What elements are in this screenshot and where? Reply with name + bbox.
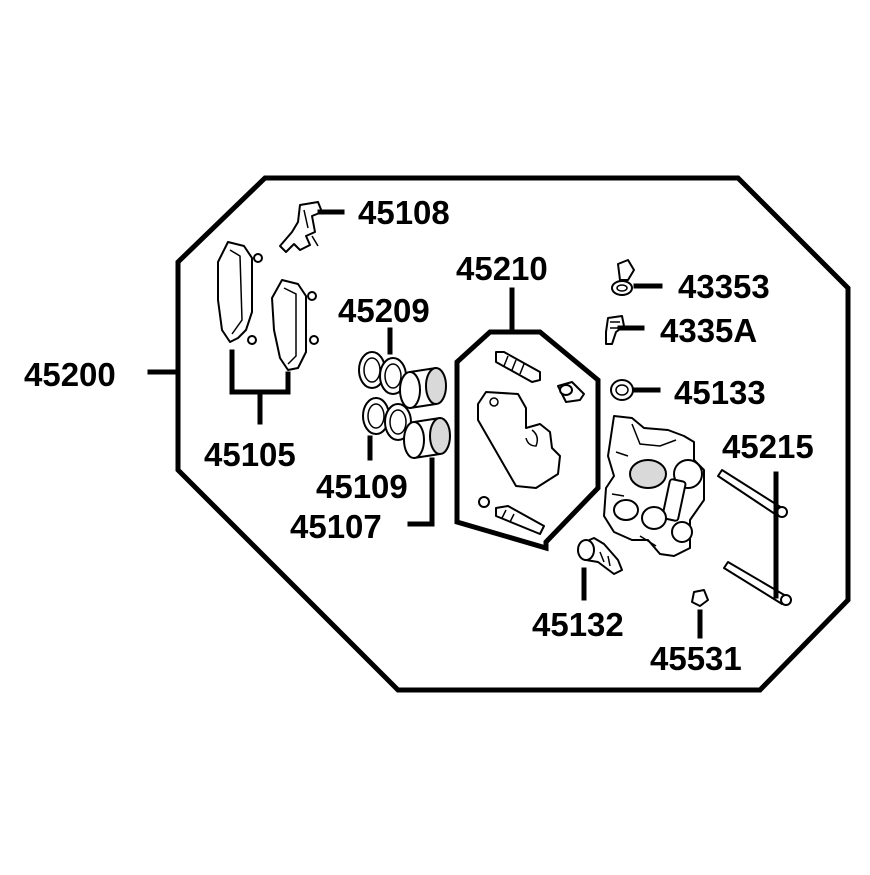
banjo-bolt-43353[interactable] bbox=[611, 259, 635, 296]
label-45105: 45105 bbox=[204, 436, 296, 473]
bracket-kit-frame-45210 bbox=[454, 329, 601, 552]
cap-45133[interactable] bbox=[610, 379, 634, 401]
label-45108: 45108 bbox=[358, 194, 450, 231]
label-45107: 45107 bbox=[290, 508, 382, 545]
label-45200: 45200 bbox=[24, 356, 116, 393]
label-45215: 45215 bbox=[722, 428, 814, 465]
label-45109: 45109 bbox=[316, 468, 408, 505]
label-45133: 45133 bbox=[674, 374, 766, 411]
caliper-bracket-45210[interactable] bbox=[477, 351, 585, 535]
pistons-45107[interactable] bbox=[399, 367, 451, 459]
bolt-45132[interactable] bbox=[577, 537, 623, 575]
label-45132: 45132 bbox=[532, 606, 624, 643]
label-45531: 45531 bbox=[650, 640, 742, 677]
caliper-body[interactable] bbox=[603, 415, 705, 557]
label-45209: 45209 bbox=[338, 292, 430, 329]
label-45210: 45210 bbox=[456, 250, 548, 287]
bleeder-4335A[interactable] bbox=[605, 315, 625, 345]
label-4335A: 4335A bbox=[660, 312, 757, 349]
assembly-boundary bbox=[175, 175, 851, 693]
nut-45531[interactable] bbox=[691, 589, 709, 607]
piston-seals-45209[interactable] bbox=[358, 351, 407, 395]
label-43353: 43353 bbox=[678, 268, 770, 305]
leader-45107 bbox=[407, 457, 435, 527]
pad-spring-45108[interactable] bbox=[279, 201, 323, 253]
brake-pads-45105[interactable] bbox=[217, 241, 319, 371]
pins-45215[interactable] bbox=[717, 469, 792, 606]
